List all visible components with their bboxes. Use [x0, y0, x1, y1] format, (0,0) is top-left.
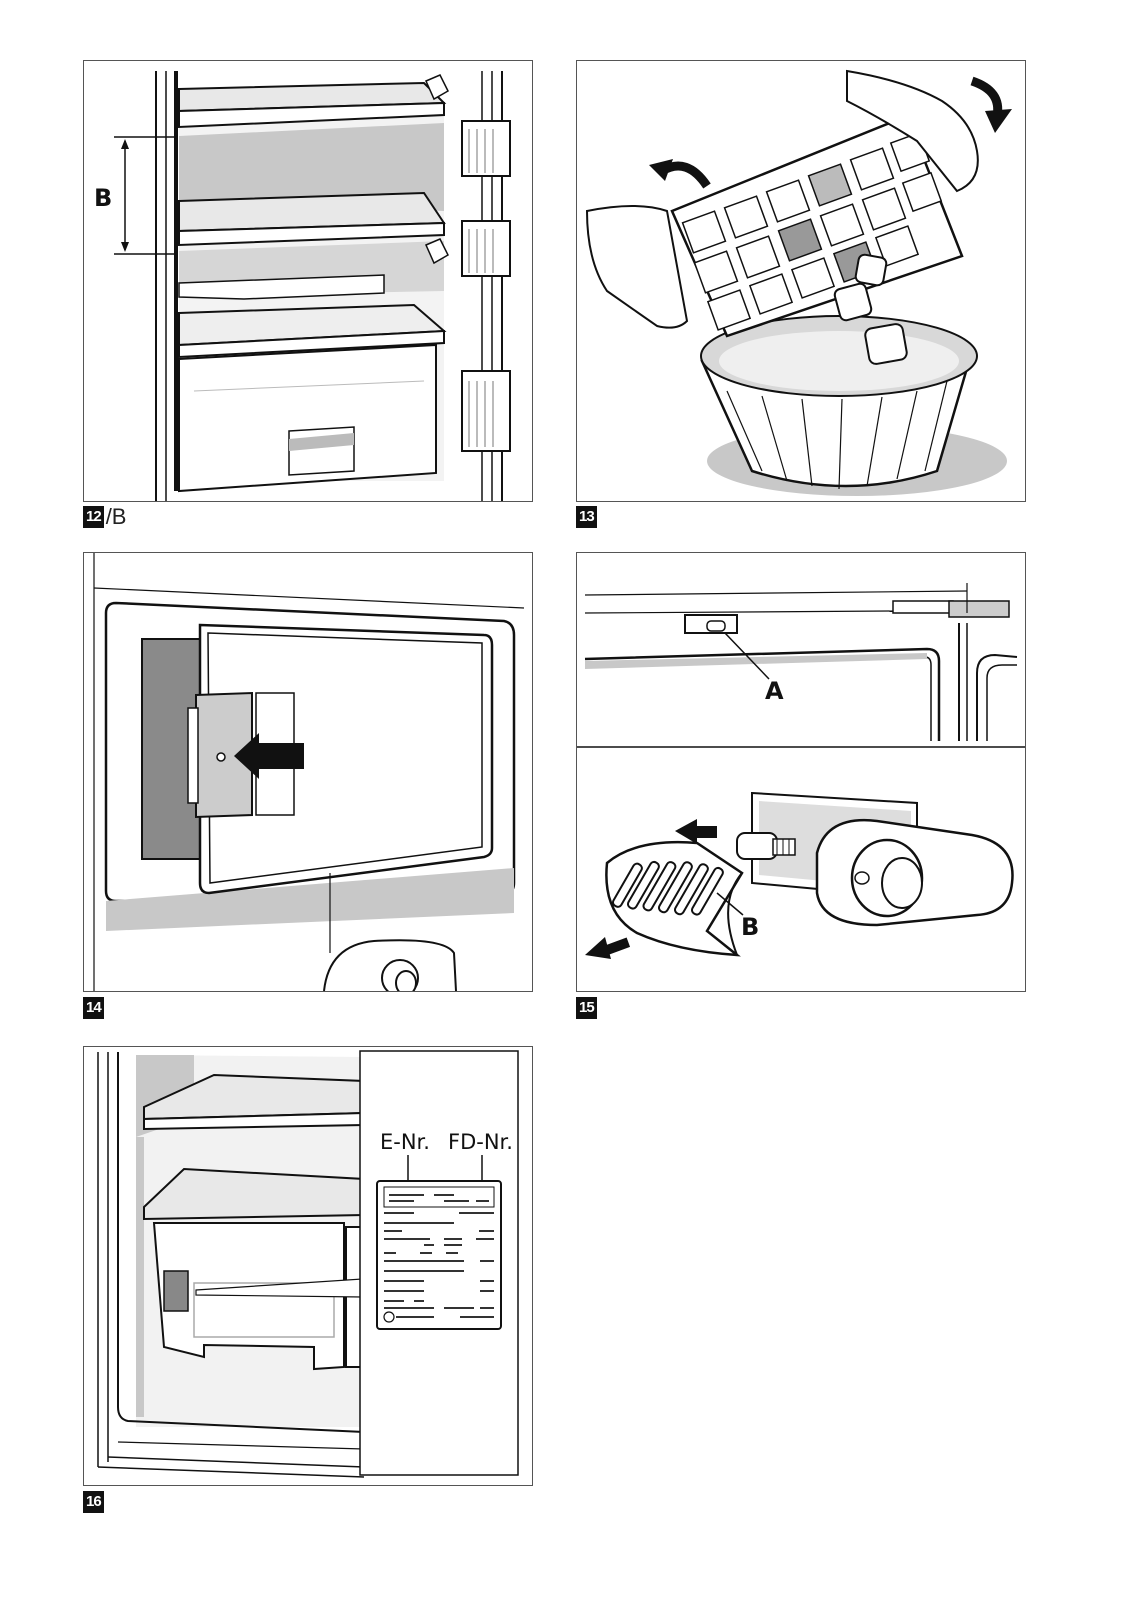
fridge-shelves-illustration: B — [84, 61, 532, 501]
light-cover-illustration: A — [577, 553, 1025, 991]
ice-tray-illustration — [577, 61, 1025, 501]
figure-13-number: 13 — [576, 506, 597, 528]
figure-14-panel — [83, 552, 533, 992]
figure-16-label: 16 — [83, 1491, 106, 1513]
figure-13-panel — [576, 60, 1026, 502]
callout-b: B — [94, 184, 112, 212]
figure-15-number: 15 — [576, 997, 597, 1019]
figure-16-panel: E-Nr. FD-Nr. — [83, 1046, 533, 1486]
freezer-door-illustration — [84, 553, 532, 991]
figure-12-panel: B — [83, 60, 533, 502]
rating-plate-illustration: E-Nr. FD-Nr. — [84, 1047, 532, 1485]
figure-12-number: 12 — [83, 506, 104, 528]
figure-16-number: 16 — [83, 1491, 104, 1513]
figure-15-panel: A — [576, 552, 1026, 992]
figure-14-number: 14 — [83, 997, 104, 1019]
figure-14-label: 14 — [83, 997, 106, 1019]
figure-12-label: 12 /B — [83, 506, 126, 528]
label-e-nr: E-Nr. — [380, 1130, 430, 1154]
figure-15-label: 15 — [576, 997, 599, 1019]
figure-13-label: 13 — [576, 506, 599, 528]
figure-12-suffix: /B — [106, 506, 127, 528]
callout-b-cover: B — [741, 913, 759, 941]
callout-a: A — [765, 677, 784, 705]
label-fd-nr: FD-Nr. — [448, 1130, 513, 1154]
